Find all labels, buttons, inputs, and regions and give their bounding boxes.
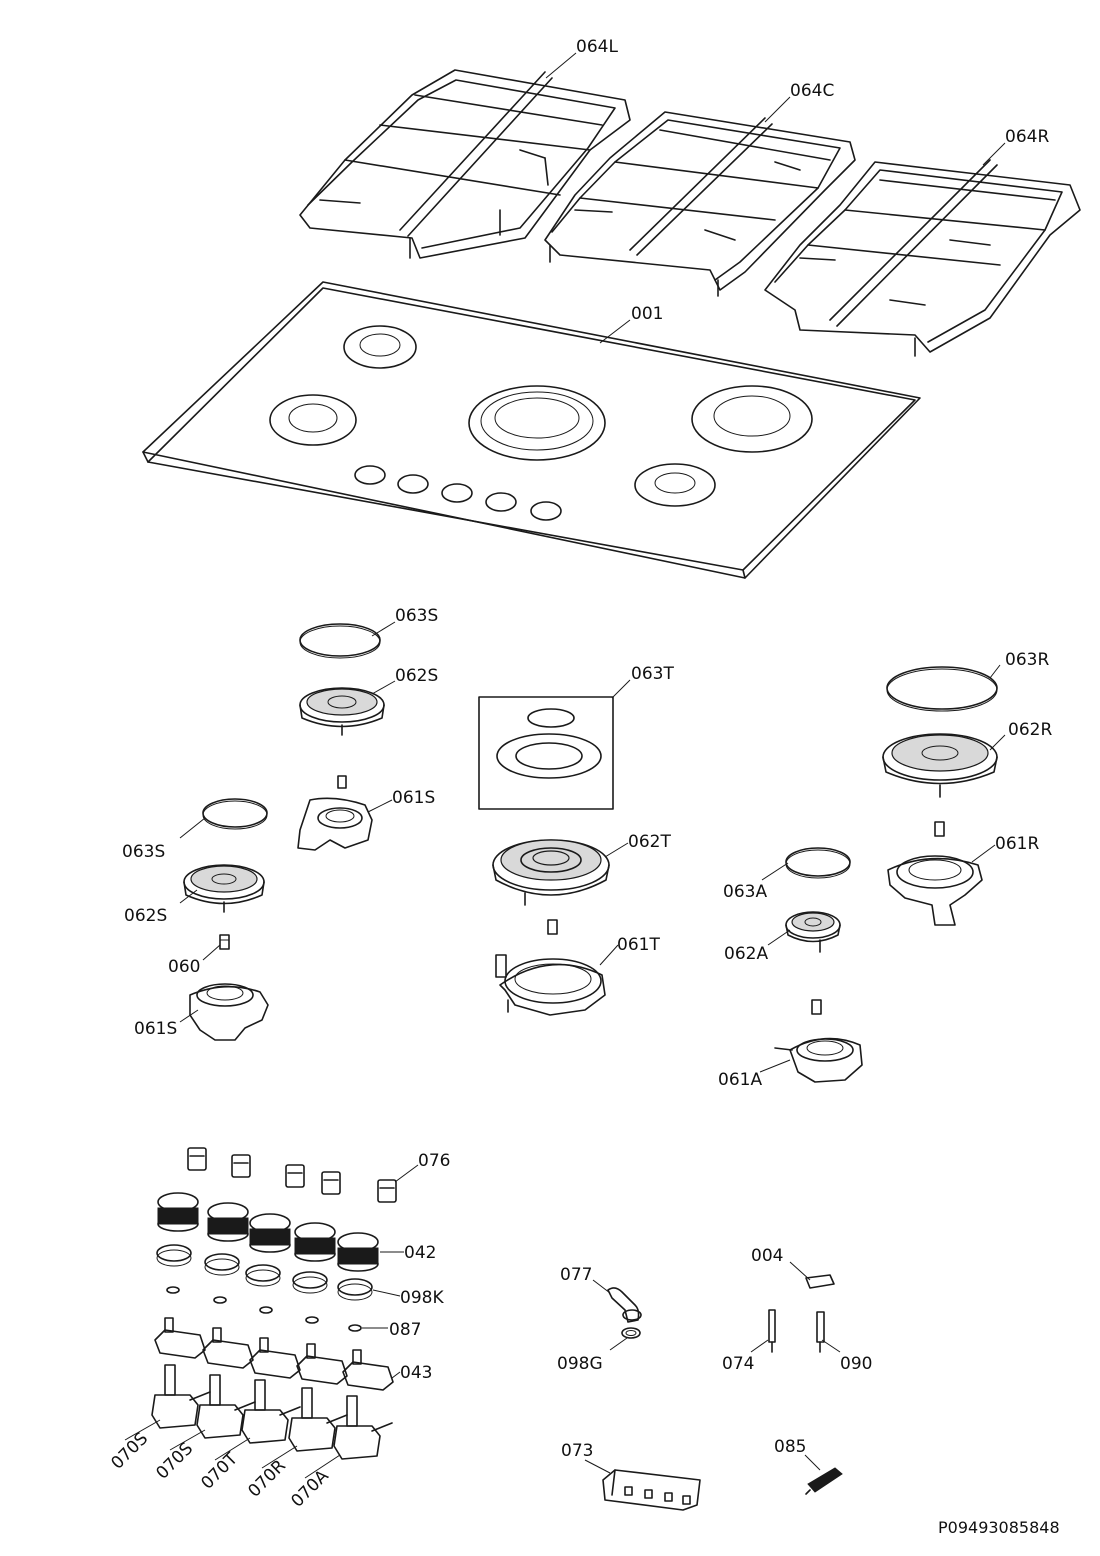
burner-cap-063a [785,847,851,879]
hob-burner-hole-front-right [634,463,716,507]
hob-knob-holes [354,465,562,521]
elbow-fitting-077 [607,1287,642,1323]
injector-center [547,919,558,935]
label-062t: 062T [628,832,671,852]
label-063s-lower: 063S [122,842,165,862]
clamp-004 [805,1274,835,1289]
burner-cap-063s-lower [202,798,268,830]
knob-clip-set [187,1147,397,1203]
pan-support-right [764,159,1081,357]
label-061a: 061A [718,1070,762,1090]
label-064c: 064C [790,81,834,101]
leader-lines [124,52,1006,1479]
burner-body-061s-upper [297,775,373,851]
label-063r: 063R [1005,650,1049,670]
burner-body-061r [887,821,983,926]
ignitor-085 [805,1467,843,1495]
burner-cap-063r [886,666,998,712]
label-070r: 070R [244,1456,290,1502]
label-098k: 098K [400,1288,444,1308]
label-004: 004 [751,1246,783,1266]
part-labels: 064L 064C 064R 001 063S 062S 063T 063R 0… [107,37,1059,1537]
switch-073 [602,1469,701,1511]
injector-060 [219,934,230,950]
label-062r: 062R [1008,720,1052,740]
label-061s-upper: 061S [392,788,435,808]
label-043: 043 [400,1363,432,1383]
cap-set-063t-box [478,696,614,810]
label-063s-upper: 063S [395,606,438,626]
injector-aux [811,999,822,1015]
bracket-set [154,1317,394,1391]
hob-burner-hole-left [269,394,357,446]
label-074: 074 [722,1354,754,1374]
label-076: 076 [418,1151,450,1171]
burner-crown-062s-lower [183,864,265,913]
label-062a: 062A [724,944,768,964]
burner-body-061t [495,954,606,1016]
label-060: 060 [168,957,200,977]
label-077: 077 [560,1265,592,1285]
label-061r: 061R [995,834,1039,854]
label-062s-lower: 062S [124,906,167,926]
label-073: 073 [561,1441,593,1461]
thermocouple-074 [768,1309,776,1353]
gasket-098g [621,1327,641,1339]
label-085: 085 [774,1437,806,1457]
valve-set [151,1364,393,1460]
label-064l: 064L [576,37,618,57]
burner-cap-063s-upper [299,623,381,659]
washer-set [166,1286,362,1332]
label-070s-1: 070S [107,1429,152,1474]
label-001: 001 [631,304,663,324]
label-063a: 063A [723,882,767,902]
spark-plug-090 [816,1311,825,1353]
label-063t: 063T [631,664,674,684]
ring-seal-set [156,1244,373,1301]
label-061t: 061T [617,935,660,955]
label-090: 090 [840,1354,872,1374]
burner-crown-062t [492,839,610,906]
label-042: 042 [404,1243,436,1263]
hob-burner-hole-back-left [343,325,417,369]
burner-crown-062a [785,911,841,953]
hob-burner-hole-center [468,385,606,461]
hob-burner-hole-right [691,385,813,453]
burner-crown-062s-upper [299,687,385,736]
label-064r: 064R [1005,127,1049,147]
label-061s-lower: 061S [134,1019,177,1039]
label-070t: 070T [197,1449,242,1494]
knob-set [157,1192,379,1272]
label-098g: 098G [557,1354,603,1374]
label-070a: 070A [287,1466,333,1512]
label-070s-2: 070S [152,1439,197,1484]
pan-support-center [544,111,856,297]
label-062s-upper: 062S [395,666,438,686]
burner-body-061a [774,1037,863,1083]
label-087: 087 [389,1320,421,1340]
pan-support-left [299,69,631,259]
document-id: P09493085848 [938,1518,1060,1537]
burner-body-061s-lower [189,983,269,1041]
hob-top-plate [142,281,921,579]
burner-crown-062r [882,733,998,798]
